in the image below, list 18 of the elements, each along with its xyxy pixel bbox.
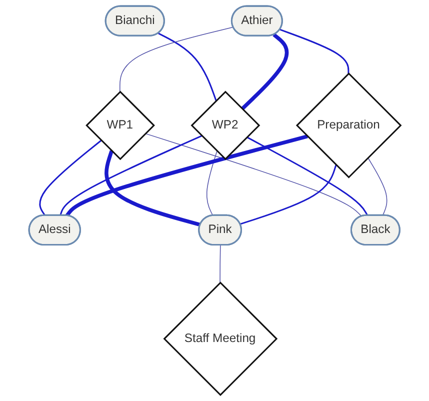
connector [65,134,308,217]
connector [38,140,102,216]
connector [104,150,200,227]
connector [367,157,387,216]
node-diamond: Preparation [296,72,402,178]
node-diamond: WP1 [85,90,155,160]
connector [240,33,288,110]
connector [144,133,362,217]
connector [246,136,368,216]
connector [219,244,220,284]
node-diamond: Staff Meeting [162,282,278,396]
connector [240,164,336,225]
connector [158,32,216,101]
connector [119,26,234,92]
connector [59,135,202,216]
node-diamond: WP2 [190,90,260,160]
connector [279,28,349,74]
connector [206,150,218,216]
